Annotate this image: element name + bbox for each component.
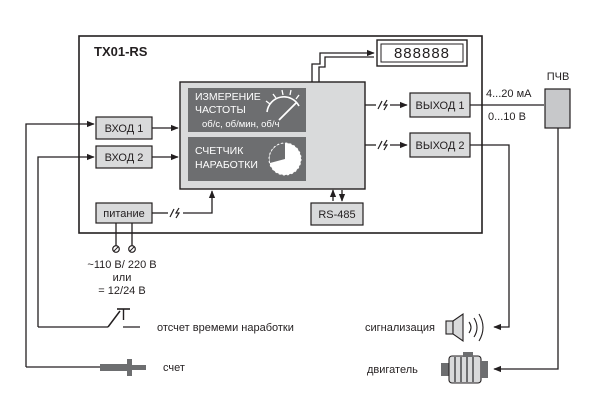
- sensor-icon: [100, 359, 146, 376]
- pie-clock-icon: [268, 142, 302, 176]
- gauge-icon: [265, 89, 300, 121]
- input-1-label: ВХОД 1: [105, 123, 144, 135]
- power-supply-line-3: = 12/24 В: [98, 285, 145, 297]
- output-1-label: ВЫХОД 1: [416, 100, 465, 112]
- power-supply-line-1: ~110 В/ 220 В: [87, 259, 156, 271]
- counter-title-2: НАРАБОТКИ: [195, 159, 258, 171]
- sensor-label: счет: [163, 362, 185, 374]
- power-supply-line-2: или: [113, 272, 132, 284]
- output-1-block: [409, 92, 471, 118]
- output-isolation-links: [365, 99, 408, 151]
- converter-block: [544, 88, 571, 129]
- display-digits: 888888: [394, 45, 450, 62]
- power-label: питание: [103, 208, 144, 220]
- rs485-block: [310, 202, 364, 226]
- frequency-title-1: ИЗМЕРЕНИЕ: [195, 91, 261, 103]
- counter-title-1: СЧЕТЧИК: [195, 145, 244, 157]
- input-2-label: ВХОД 2: [105, 152, 144, 164]
- device-title: TX01-RS: [94, 44, 148, 59]
- output-1-voltage: 0...10 В: [488, 111, 526, 123]
- motor-label: двигатель: [367, 364, 418, 376]
- power-terminals: [112, 223, 136, 253]
- speaker-icon: [445, 312, 484, 343]
- frequency-title-2: ЧАСТОТЫ: [195, 104, 246, 116]
- button-label: отсчет времеми наработки: [157, 322, 294, 334]
- output-2-label: ВЫХОД 2: [416, 140, 465, 152]
- alarm-label: сигнализация: [365, 322, 435, 334]
- converter-label: ПЧВ: [547, 71, 570, 83]
- output-2-block: [409, 132, 471, 158]
- motor-icon: [441, 352, 488, 384]
- frequency-block: [188, 88, 306, 132]
- output-1-current: 4...20 мА: [486, 88, 532, 100]
- rs485-label: RS-485: [318, 209, 355, 221]
- power-isolation-link: [152, 190, 216, 219]
- seven-segment-display: 888888: [376, 39, 468, 67]
- frequency-units: об/с, об/мин, об/ч: [202, 119, 279, 130]
- pushbutton-icon: [107, 308, 140, 328]
